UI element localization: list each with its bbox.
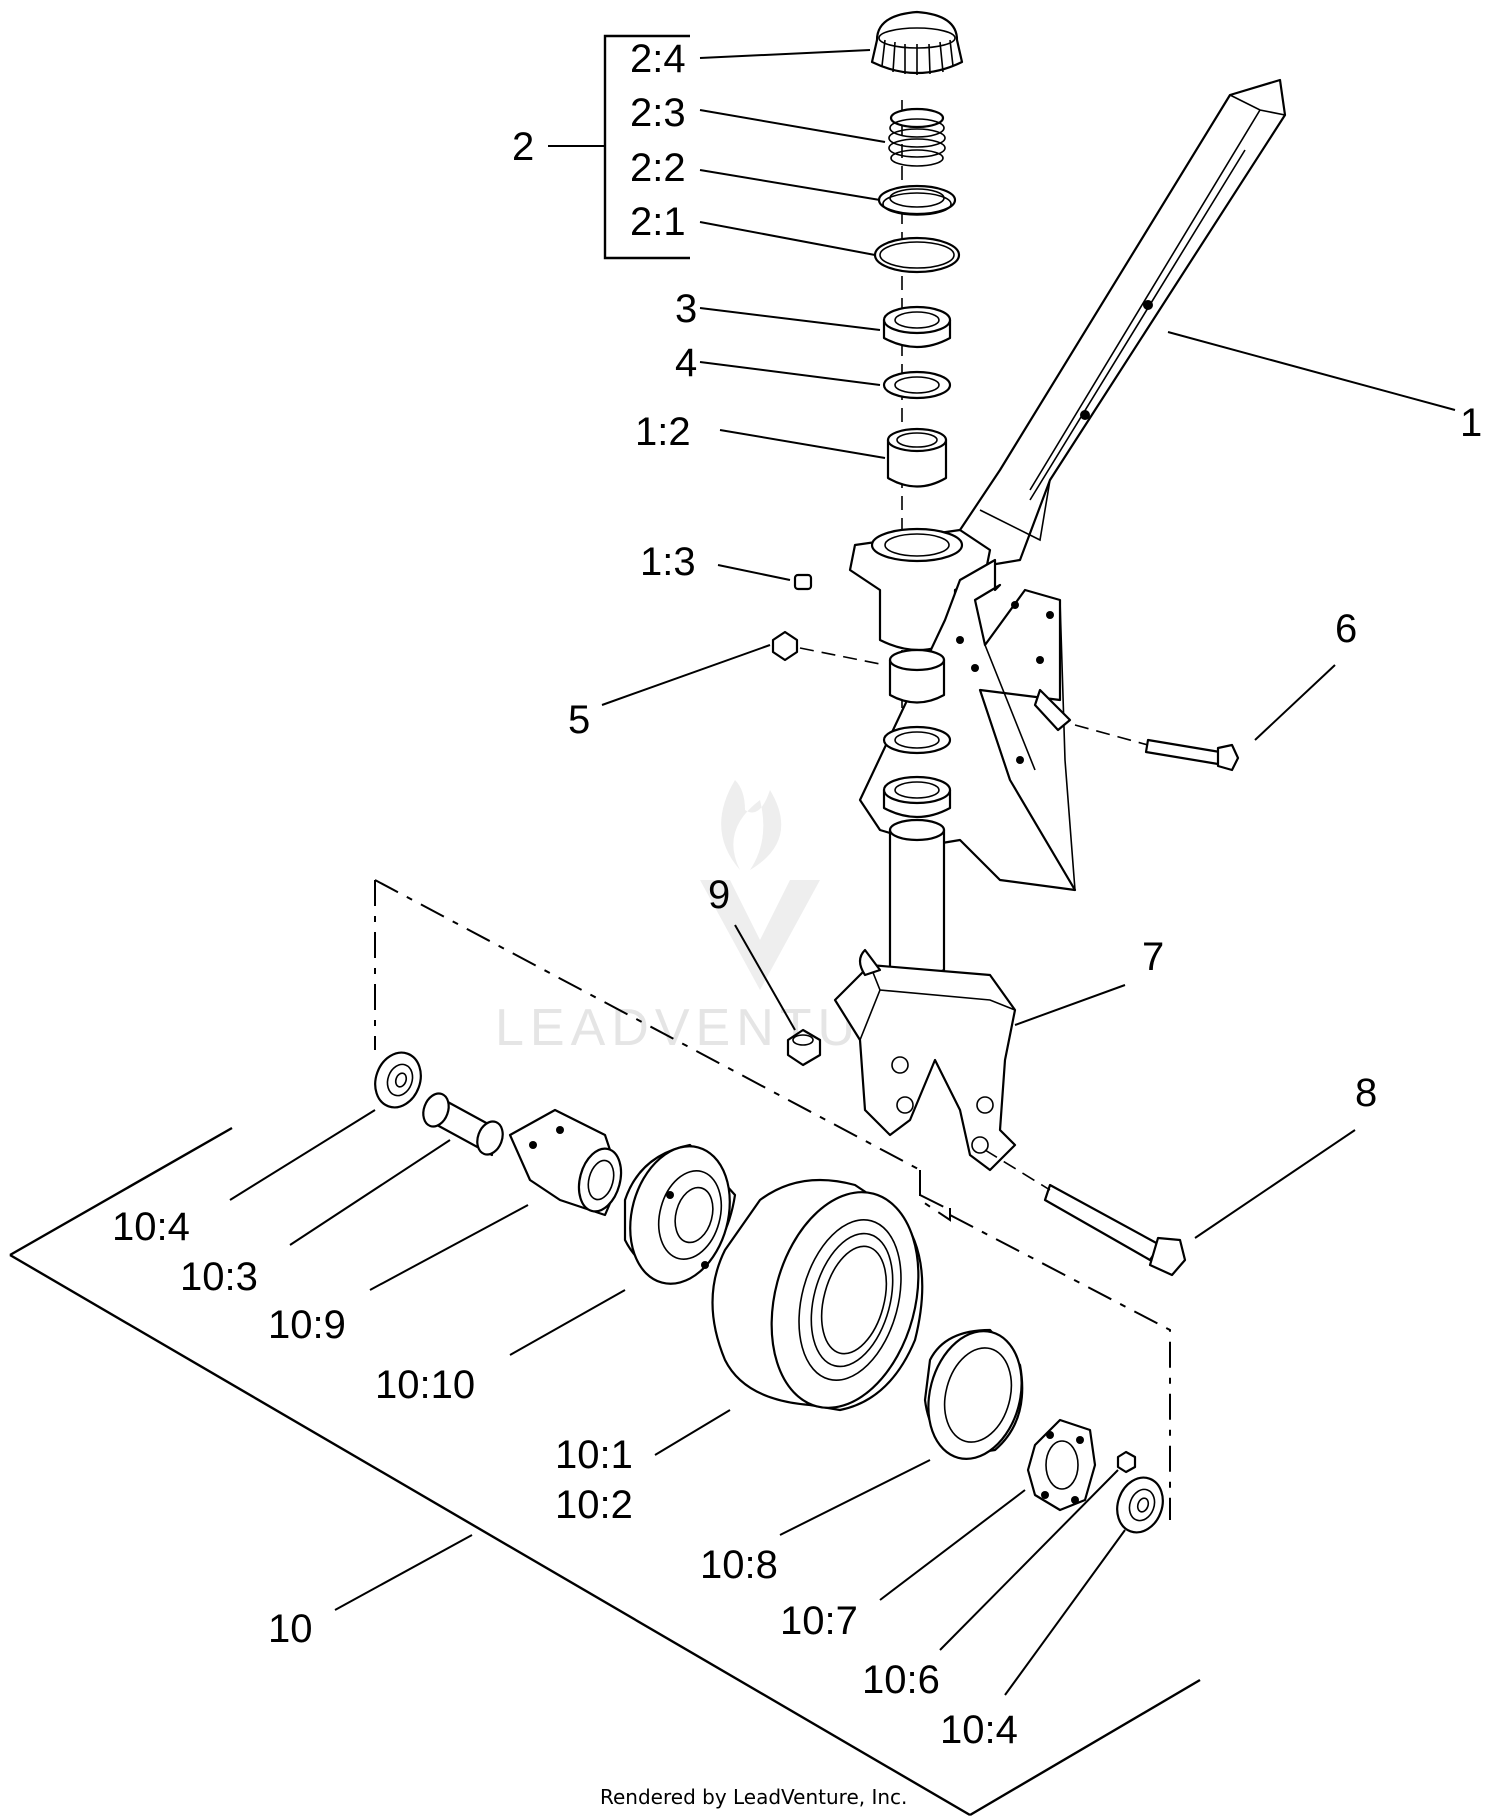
snap-ring-2-1 — [873, 236, 961, 274]
leader-lines — [229, 49, 1456, 1696]
wheel-bearing-10-4-right — [1116, 1476, 1164, 1534]
callout-10-7: 10:7 — [780, 1599, 858, 1643]
spring-2-3 — [888, 107, 946, 167]
callout-3: 3 — [675, 287, 697, 331]
bushing-1-2 — [886, 427, 948, 488]
nut-5 — [771, 630, 799, 662]
bolt-6 — [1144, 738, 1240, 772]
spacer-10-3 — [422, 1092, 504, 1157]
fitting-10-6 — [1116, 1450, 1137, 1474]
callout-10-10: 10:10 — [375, 1363, 475, 1407]
bearing-3 — [882, 305, 952, 348]
rim-half-10-8 — [923, 1328, 1024, 1460]
lower-bearing — [882, 775, 952, 818]
seal-2-2 — [877, 184, 957, 216]
callout-1: 1 — [1460, 401, 1482, 445]
callout-2-1: 2:1 — [630, 200, 686, 244]
callout-5: 5 — [568, 698, 590, 742]
washer-4 — [882, 370, 952, 400]
cap-2-4 — [870, 10, 964, 75]
lower-washer — [882, 725, 952, 755]
bolt-8-axis — [984, 1149, 1051, 1191]
bolt-6-axis — [1074, 724, 1149, 746]
wheel-bearing-10-4-left — [374, 1051, 422, 1109]
callout-8: 8 — [1355, 1071, 1377, 1115]
callout-1-3: 1:3 — [640, 540, 696, 584]
assembly-10-bracket — [9, 1126, 1201, 1817]
callout-7: 7 — [1142, 935, 1164, 979]
rim-half-10-10 — [623, 1143, 737, 1285]
callout-10-6: 10:6 — [862, 1658, 940, 1702]
callout-10: 10 — [268, 1607, 313, 1651]
caster-fork — [833, 818, 1017, 1172]
callout-2-4: 2:4 — [630, 37, 686, 81]
hub-10-9 — [508, 1108, 623, 1217]
callout-10-8: 10:8 — [700, 1543, 778, 1587]
callout-6: 6 — [1335, 607, 1357, 651]
watermark-logo — [700, 780, 820, 990]
callout-2-2: 2:2 — [630, 146, 686, 190]
nut-9 — [786, 1028, 822, 1067]
callout-10-2: 10:2 — [555, 1483, 633, 1527]
lower-bushing — [888, 648, 946, 704]
callout-10-3: 10:3 — [180, 1255, 258, 1299]
callout-1-2: 1:2 — [635, 410, 691, 454]
callout-10-4-right: 10:4 — [940, 1708, 1018, 1752]
grease-fitting-1-3 — [793, 573, 813, 591]
bolt-8 — [1043, 1183, 1187, 1277]
callout-2-3: 2:3 — [630, 91, 686, 135]
callout-10-9: 10:9 — [268, 1303, 346, 1347]
nut-5-axis — [799, 647, 886, 666]
callout-2: 2 — [512, 125, 534, 169]
callout-10-4-left: 10:4 — [112, 1205, 190, 1249]
callout-9: 9 — [708, 873, 730, 917]
footer-credit: Rendered by LeadVenture, Inc. — [600, 1785, 907, 1809]
frame-arm — [958, 78, 1287, 572]
plate-10-7 — [1026, 1418, 1097, 1512]
tire-10-1 — [711, 1178, 924, 1412]
callout-4: 4 — [675, 341, 697, 385]
callout-10-1: 10:1 — [555, 1433, 633, 1477]
wheel-assembly-envelope — [374, 879, 1171, 1520]
